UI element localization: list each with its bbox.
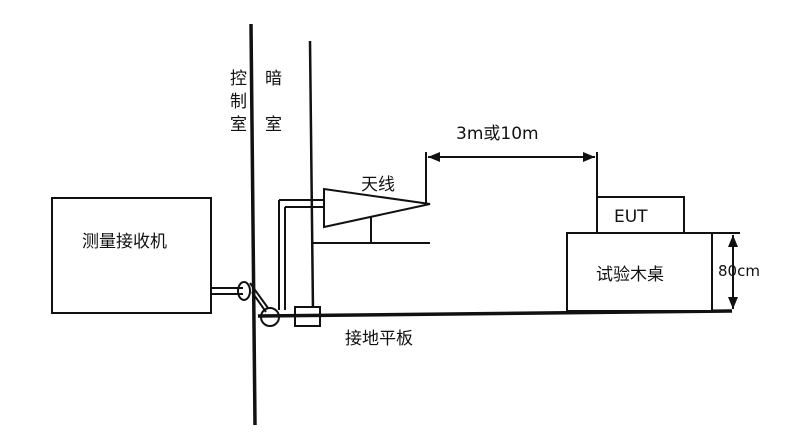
shielded-room-char: 暗 (265, 69, 282, 89)
wall-cable (249, 282, 269, 309)
control-room-label: 控 制 室 (230, 69, 252, 135)
antenna-icon (323, 187, 431, 229)
antenna-label: 天线 (361, 175, 395, 195)
receiver-box (51, 197, 212, 314)
shielded-room-label: 暗 室 (265, 69, 287, 135)
test-table-box (566, 232, 713, 312)
distance-arrow-left (428, 152, 440, 162)
antenna-mast (308, 40, 315, 313)
eut-box (596, 196, 685, 234)
room-wall (249, 23, 257, 426)
feedthrough-connector (237, 281, 251, 301)
control-room-char: 控 (230, 69, 247, 89)
test-table-label: 试验木桌 (596, 265, 664, 285)
height-arrow-top (728, 235, 738, 247)
wall-cable (251, 291, 267, 313)
distance-arrow-right (583, 152, 595, 162)
shielded-room-char: 室 (265, 115, 282, 135)
distance-label: 3m或10m (456, 124, 539, 144)
height-arrow-bottom (728, 297, 738, 309)
eut-label: EUT (614, 207, 648, 227)
control-room-char: 室 (230, 115, 247, 135)
receiver-label: 测量接收机 (82, 232, 167, 252)
control-room-char: 制 (230, 92, 247, 112)
ground-plane-label: 接地平板 (345, 329, 413, 349)
height-label: 80cm (718, 262, 760, 280)
